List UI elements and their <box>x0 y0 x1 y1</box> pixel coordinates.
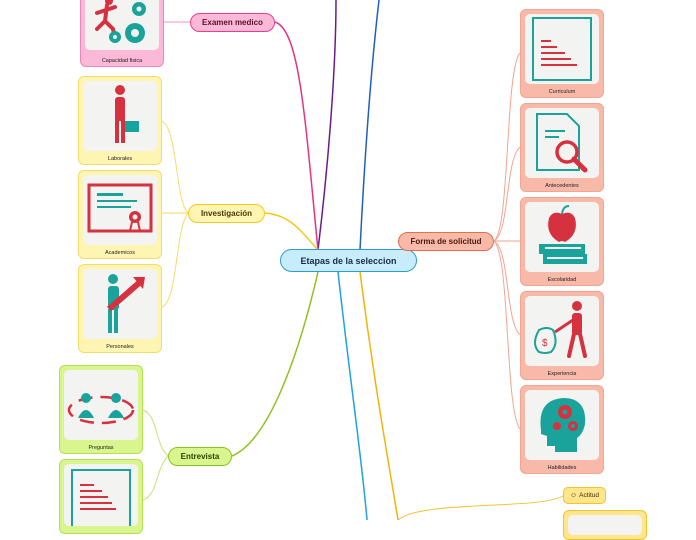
card-capacidad-fisica-image <box>85 0 159 50</box>
card-academicos-image <box>83 175 157 245</box>
branch-forma-solicitud[interactable]: Forma de solicitud <box>398 232 494 251</box>
branch-examen-medico-label: Examen medico <box>202 18 263 27</box>
card-caption: Laborales <box>107 156 133 162</box>
central-topic-label: Etapas de la seleccion <box>300 255 397 266</box>
card-actitud-image <box>568 515 642 535</box>
branch-entrevista[interactable]: Entrevista <box>168 447 232 466</box>
card-caption: Academicos <box>105 250 135 256</box>
card-personales-image <box>83 269 157 339</box>
branch-investigacion-label: Investigación <box>200 209 253 218</box>
line-offscreen-cyan <box>337 271 368 520</box>
branch-investigacion[interactable]: Investigación <box>188 204 265 223</box>
card-caption: Antecedentes <box>545 183 579 189</box>
businessman-briefcase-icon <box>115 85 139 143</box>
card-caption: Experiencia <box>547 371 577 377</box>
line-inv-laborales <box>161 120 189 214</box>
card-personales[interactable]: Personales <box>78 264 162 353</box>
card-experiencia[interactable]: $ Experiencia <box>520 291 604 380</box>
line-offscreen-purple <box>317 0 337 251</box>
person-growth-arrow-icon <box>107 274 145 333</box>
card-caption: Preguntas <box>88 445 114 451</box>
card-actitud[interactable] <box>563 510 647 540</box>
line-offscreen-blue-top <box>359 0 380 251</box>
line-entrevista <box>231 271 319 457</box>
runner-gears-icon <box>95 0 146 43</box>
line-sol-experiencia <box>493 240 521 336</box>
card-escolaridad-image <box>525 202 599 272</box>
line-actitud <box>397 495 564 520</box>
card-caption: Curriculum <box>548 89 576 95</box>
branch-examen-medico[interactable]: Examen medico <box>190 13 275 32</box>
apple-books-icon <box>539 205 587 264</box>
card-laborales-image <box>83 81 157 151</box>
card-laborales[interactable]: Laborales <box>78 76 162 165</box>
card-capacidad-fisica[interactable]: Capacidad fisica <box>80 0 164 67</box>
card-caption: Habilidades <box>547 465 577 471</box>
head-gears-icon <box>540 398 586 452</box>
resume-document-icon <box>532 17 592 81</box>
branch-entrevista-label: Entrevista <box>180 452 220 461</box>
people-talking-icon <box>67 393 135 425</box>
branch-actitud-label: Actitud <box>579 492 600 499</box>
line-sol-curriculum <box>493 52 521 242</box>
card-caption: Capacidad fisica <box>101 58 143 64</box>
line-ent-second <box>142 455 169 501</box>
card-antecedentes[interactable]: Antecedentes <box>520 103 604 192</box>
line-offscreen-yellow <box>359 271 399 520</box>
person-money-bag-icon: $ <box>534 301 587 358</box>
branch-forma-solicitud-label: Forma de solicitud <box>410 237 482 246</box>
document-icon <box>71 469 131 526</box>
line-examen <box>274 21 319 251</box>
card-academicos[interactable]: Academicos <box>78 170 162 259</box>
certificate-icon <box>87 183 153 233</box>
branch-actitud[interactable]: ☺ Actitud <box>563 487 606 504</box>
line-investigacion <box>264 212 319 251</box>
card-preguntas[interactable]: Preguntas <box>59 365 143 454</box>
card-curriculum[interactable]: Curriculum <box>520 9 604 98</box>
connector-lines <box>142 0 564 520</box>
line-sol-antecedentes <box>493 146 521 242</box>
document-magnifier-icon <box>536 113 588 173</box>
card-habilidades-image <box>525 390 599 460</box>
card-caption: Escolaridad <box>547 277 577 283</box>
card-curriculum-image <box>525 14 599 84</box>
card-entrevista-document[interactable] <box>59 459 143 534</box>
svg-text:$: $ <box>542 338 548 349</box>
card-entrevista-document-image <box>64 464 138 526</box>
smiley-icon: ☺ <box>569 492 578 499</box>
card-antecedentes-image <box>525 108 599 178</box>
line-inv-personales <box>161 212 189 308</box>
card-escolaridad[interactable]: Escolaridad <box>520 197 604 286</box>
line-sol-habilidades <box>493 240 521 430</box>
card-habilidades[interactable]: Habilidades <box>520 385 604 474</box>
central-topic[interactable]: Etapas de la seleccion <box>280 249 417 272</box>
card-preguntas-image <box>64 370 138 440</box>
card-experiencia-image: $ <box>525 296 599 366</box>
line-ent-preguntas <box>142 409 169 457</box>
card-caption: Personales <box>106 344 134 350</box>
